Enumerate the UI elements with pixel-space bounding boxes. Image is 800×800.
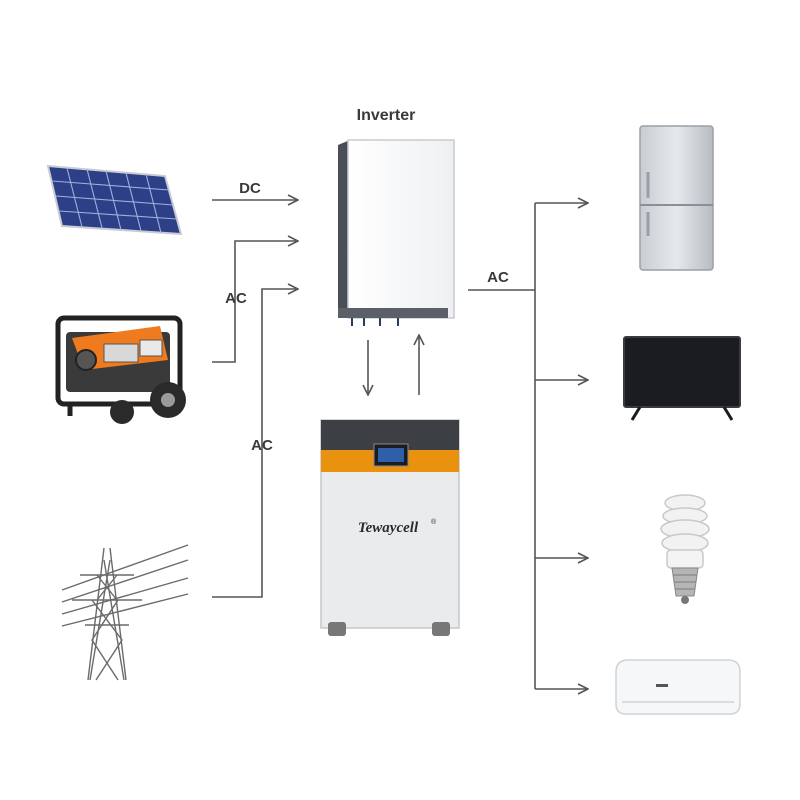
grid-ac-label: AC xyxy=(251,437,273,454)
generator-ac-label: AC xyxy=(225,290,247,307)
power-grid-tower-icon xyxy=(61,544,189,681)
refrigerator-icon xyxy=(639,125,714,271)
grid-ac-line xyxy=(212,289,298,598)
generator-ac-line xyxy=(212,241,298,363)
connection-lines xyxy=(212,200,588,689)
generator-icon xyxy=(55,315,186,424)
dc-label: DC xyxy=(239,180,261,197)
television-icon xyxy=(623,336,741,421)
air-conditioner-icon xyxy=(615,659,741,715)
inverter-icon xyxy=(338,139,455,326)
inverter-title: Inverter xyxy=(357,107,416,124)
battery-trademark: ® xyxy=(431,518,437,526)
output-ac-label: AC xyxy=(487,269,509,286)
battery-icon: Tewaycell ® xyxy=(320,419,460,636)
battery-brand: Tewaycell xyxy=(358,520,419,536)
light-bulb-icon xyxy=(660,494,710,604)
solar-panel-icon xyxy=(46,164,183,236)
